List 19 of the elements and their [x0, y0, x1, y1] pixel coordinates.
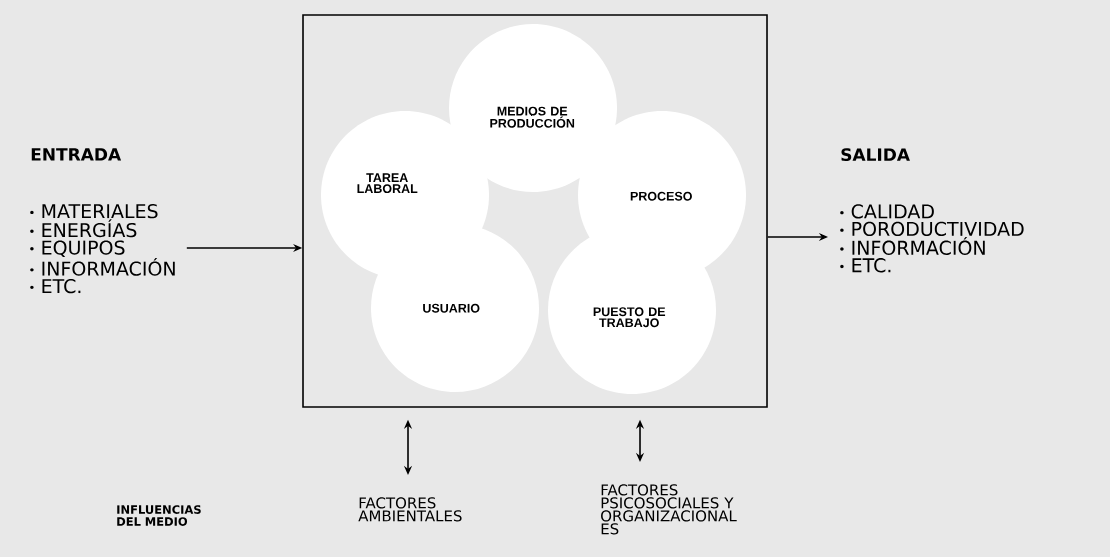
list-item: MATERIALES: [42, 204, 158, 219]
factor-label: FACTORES PSICOSOCIALES Y ORGANIZACIONAL ES: [601, 484, 737, 535]
factor-label: FACTORES AMBIENTALES: [358, 497, 462, 522]
list-item: CALIDAD: [851, 204, 934, 219]
heading: ENTRADA: [31, 148, 122, 161]
side-label: INFLUENCIAS DEL MEDIO: [117, 505, 201, 526]
heading: SALIDA: [841, 148, 910, 162]
circle-label: MEDIOS DE PRODUCCIÓN: [490, 106, 575, 128]
list-item: ETC.: [852, 258, 891, 273]
list-item: ETC.: [42, 278, 81, 294]
list-item: ENERGÍAS: [42, 219, 137, 238]
list-item: PORODUCTIVIDAD: [852, 221, 1024, 237]
circle-label: PUESTO DE TRABAJO: [593, 307, 666, 328]
list-item: INFORMACIÓN: [852, 237, 985, 255]
circle-label: USUARIO: [423, 303, 480, 313]
list-item: INFORMACIÓN: [42, 257, 175, 276]
circle-label: TAREA LABORAL: [357, 173, 418, 194]
list-item: EQUIPOS: [42, 240, 125, 257]
circle-label: PROCESO: [630, 191, 692, 201]
